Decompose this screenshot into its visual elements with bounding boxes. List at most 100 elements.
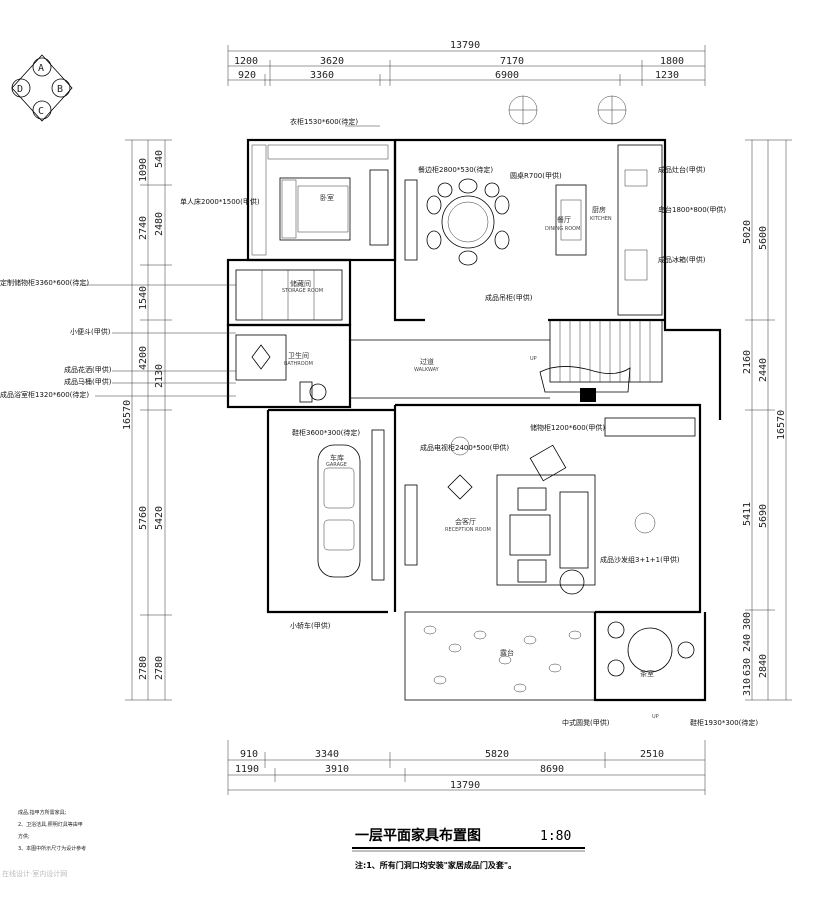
legend-line-3: 方供; xyxy=(18,833,30,840)
ann-shoe-cabinet: 鞋柜3600*300(待定) xyxy=(292,428,360,437)
dim-right-o4: 2840 xyxy=(758,654,769,678)
legend-line-4: 3、本图中所示尺寸为设计参考 xyxy=(18,845,86,852)
dim-left-i1: 540 xyxy=(154,150,165,168)
dim-left-o5: 5760 xyxy=(138,506,149,530)
dim-top-7: 6900 xyxy=(495,70,519,81)
dim-left-o3: 1540 xyxy=(138,286,149,310)
ann-urinal: 小便斗(甲供) xyxy=(70,327,111,336)
dim-right-i5: 240 xyxy=(742,634,753,652)
ann-storage-living: 储物柜1200*600(甲供) xyxy=(530,423,605,432)
top-dimensions: 13790 1200 3620 7170 1800 920 3360 6900 … xyxy=(227,40,706,86)
drawing-title: 一层平面家具布置图 xyxy=(355,827,481,844)
ann-storage-cabinet: 定制储物柜3360*600(待定) xyxy=(0,278,89,287)
dim-bot-total: 13790 xyxy=(450,780,480,791)
dim-right-i4: 300 xyxy=(742,612,753,630)
ann-up-1: UP xyxy=(530,356,537,362)
left-dimensions: 16570 1090 2740 1540 4200 5760 2780 540 … xyxy=(122,139,172,701)
ann-vanity: 成品浴室柜1320*600(待定) xyxy=(0,390,89,399)
room-kitchen-en: KITCHEN xyxy=(590,216,612,222)
legend: 成品,指甲方所需家具; 2、卫浴洁具,照明灯具等由甲 方供; 3、本图中所示尺寸… xyxy=(2,809,86,878)
compass-b: B xyxy=(57,84,63,95)
dim-left-i5: 2780 xyxy=(154,656,165,680)
dim-left-o1: 1090 xyxy=(138,158,149,182)
ann-fridge: 成品冰箱(甲供) xyxy=(658,255,706,264)
compass-a: A xyxy=(38,63,44,74)
ann-stool: 中式圆凳(甲供) xyxy=(562,718,610,727)
dim-right-total: 16570 xyxy=(776,410,787,440)
dim-bot-4: 2510 xyxy=(640,749,664,760)
ann-up-2: UP xyxy=(652,714,659,720)
compass-d: D xyxy=(17,84,23,95)
room-hall: 过道 xyxy=(420,357,434,366)
annotations: 衣柜1530*600(待定) 餐边柜2800*530(待定) 圆桌R700(甲供… xyxy=(0,117,758,727)
compass-c: C xyxy=(38,106,44,117)
dim-top-total: 13790 xyxy=(450,40,480,51)
room-storage-en: STORAGE ROOM xyxy=(282,288,323,294)
dim-right-o1: 5600 xyxy=(758,226,769,250)
dim-bot-2: 3340 xyxy=(315,749,339,760)
legend-line-1: 成品,指甲方所需家具; xyxy=(18,809,67,816)
room-bathroom: 卫生间 xyxy=(288,351,309,360)
room-tea: 茶室 xyxy=(640,669,654,678)
dim-left-o2: 2740 xyxy=(138,216,149,240)
room-storage: 储藏间 xyxy=(290,279,311,288)
ann-hanging-cabinet: 成品吊柜(甲供) xyxy=(485,293,533,302)
dim-top-5: 920 xyxy=(238,70,256,81)
ann-shower: 成品花洒(甲供) xyxy=(64,365,112,374)
compass-icon: A B C D xyxy=(11,54,73,122)
ann-stove: 成品灶台(甲供) xyxy=(658,165,706,174)
room-labels: 餐厅 DINING ROOM 厨房 KITCHEN 卧室 储藏间 STORAGE… xyxy=(282,193,654,678)
ann-sofa: 成品沙发组3+1+1(甲供) xyxy=(600,555,680,564)
room-terrace: 露台 xyxy=(500,648,514,657)
room-garage: 车库 xyxy=(330,453,344,462)
dim-left-i2: 2480 xyxy=(154,212,165,236)
dim-top-4: 1800 xyxy=(660,56,684,67)
dim-right-i6: 630 xyxy=(742,658,753,676)
dim-top-6: 3360 xyxy=(310,70,334,81)
room-living-en: RECEPTION ROOM xyxy=(445,527,491,533)
right-dimensions: 16570 5600 2440 5690 2840 5020 2160 5411… xyxy=(742,139,792,701)
room-bathroom-en: BATHROOM xyxy=(284,361,313,367)
ann-wardrobe: 衣柜1530*600(待定) xyxy=(290,117,358,126)
room-kitchen: 厨房 xyxy=(592,205,606,214)
ann-shoe-cabinet-2: 鞋柜1930*300(待定) xyxy=(690,718,758,727)
room-dining-en: DINING ROOM xyxy=(545,226,580,232)
furniture xyxy=(235,95,696,693)
ann-round-table: 圆桌R700(甲供) xyxy=(510,171,562,180)
room-hall-en: WALKWAY xyxy=(414,367,440,373)
dim-right-i7: 310 xyxy=(742,678,753,696)
legend-line-2: 2、卫浴洁具,照明灯具等由甲 xyxy=(18,821,83,828)
dim-top-3: 7170 xyxy=(500,56,524,67)
dim-left-total: 16570 xyxy=(122,400,133,430)
dim-right-i2: 2160 xyxy=(742,350,753,374)
dim-left-i4: 5420 xyxy=(154,506,165,530)
ann-island: 岛台1800*800(甲供) xyxy=(658,205,726,214)
ann-tv-cabinet: 成品电视柜2400*500(甲供) xyxy=(420,443,509,452)
dim-bot-3: 5820 xyxy=(485,749,509,760)
walls xyxy=(226,138,722,702)
dim-left-o4: 4200 xyxy=(138,346,149,370)
room-dining: 餐厅 xyxy=(557,215,571,224)
watermark: 在线设计·室内设计网 xyxy=(2,869,67,878)
dim-right-o3: 5690 xyxy=(758,504,769,528)
dim-bot-6: 3910 xyxy=(325,764,349,775)
ann-toilet: 成品马桶(甲供) xyxy=(64,377,112,386)
dim-left-o6: 2780 xyxy=(138,656,149,680)
drawing-scale: 1:80 xyxy=(540,829,571,844)
dim-bot-1: 910 xyxy=(240,749,258,760)
title-block: 一层平面家具布置图 1:80 注:1、所有门洞口均安装"家居成品门及套"。 xyxy=(352,827,585,870)
dim-bot-7: 8690 xyxy=(540,764,564,775)
dim-right-i1: 5020 xyxy=(742,220,753,244)
ann-car: 小轿车(甲供) xyxy=(290,621,331,630)
dim-left-i3: 2130 xyxy=(154,364,165,388)
dim-bot-5: 1190 xyxy=(235,764,259,775)
ann-bed: 单人床2000*1500(甲供) xyxy=(180,197,260,206)
dim-top-2: 3620 xyxy=(320,56,344,67)
room-bedroom: 卧室 xyxy=(320,193,334,202)
dim-right-o2: 2440 xyxy=(758,358,769,382)
dim-top-8: 1230 xyxy=(655,70,679,81)
room-garage-en: GARAGE xyxy=(326,462,347,468)
drawing-note: 注:1、所有门洞口均安装"家居成品门及套"。 xyxy=(355,860,516,870)
dim-top-1: 1200 xyxy=(234,56,258,67)
